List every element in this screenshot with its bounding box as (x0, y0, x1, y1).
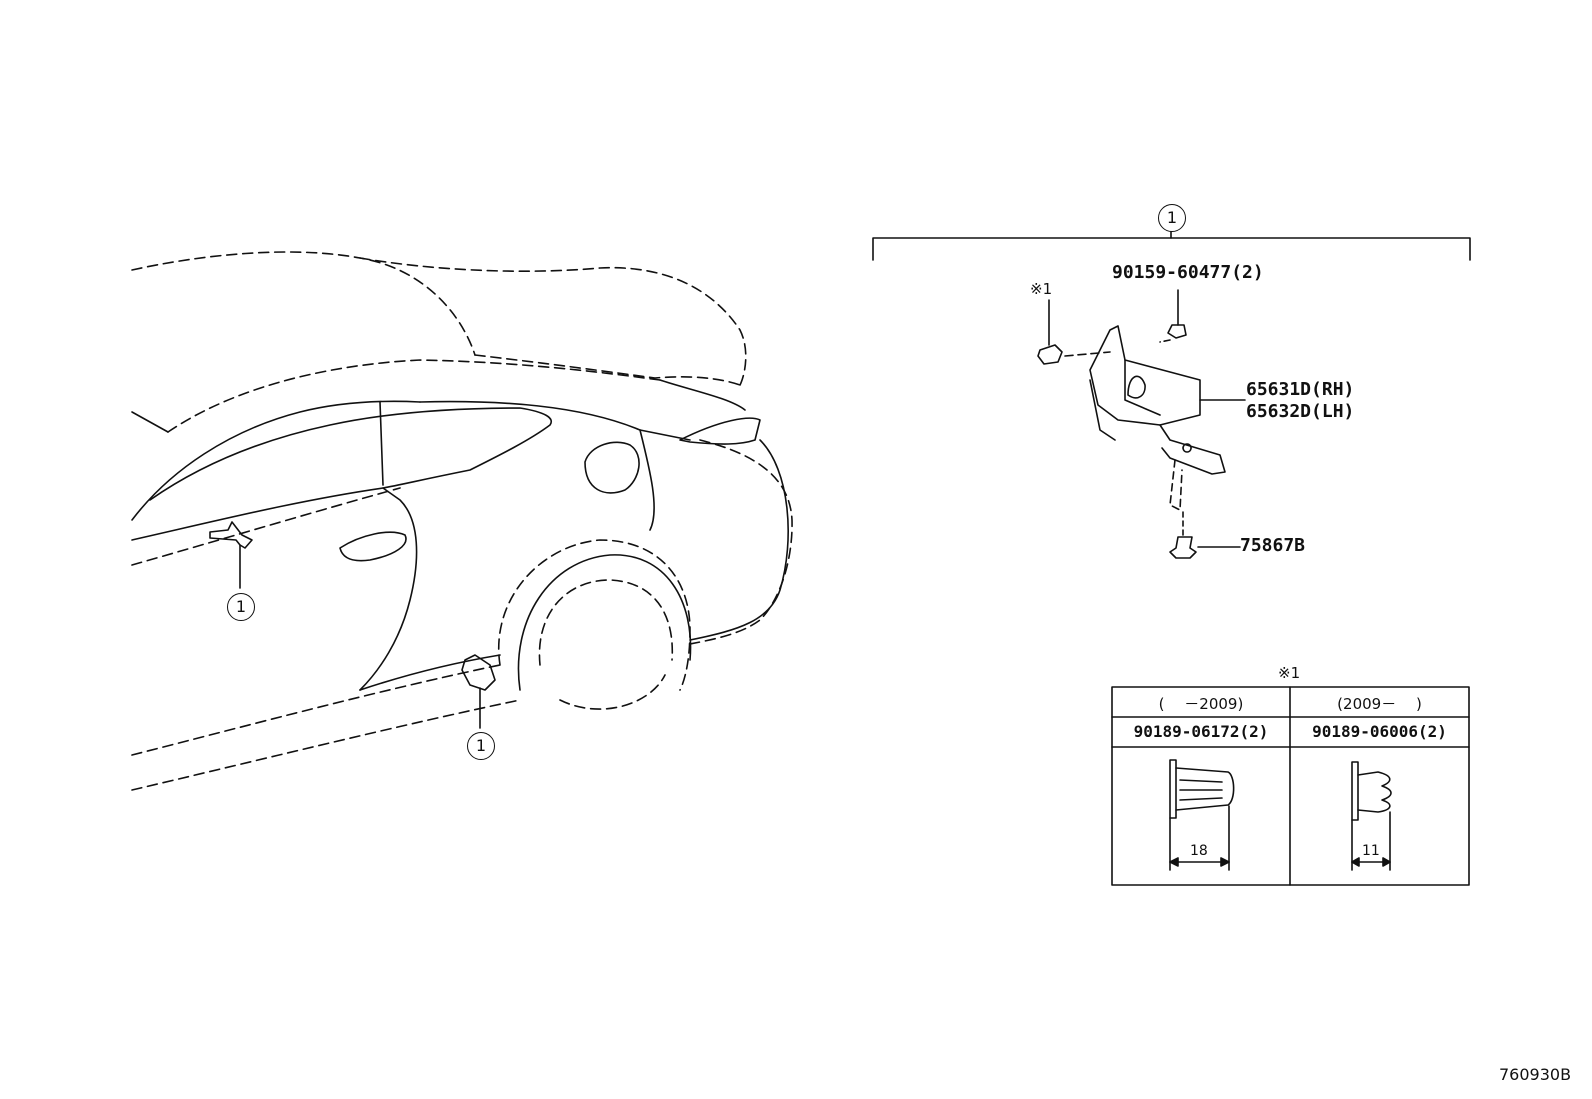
body-part-lower (461, 654, 496, 691)
callout-lower-part: 1 (467, 732, 495, 760)
clip-mark-part (1037, 299, 1111, 365)
group-bracket (872, 231, 1471, 261)
table-col2-part: 90189-06006(2) (1312, 722, 1447, 741)
car-body-outline (131, 251, 793, 791)
callout-group: 1 (1158, 204, 1186, 232)
note-mark-label: ※1 (1030, 280, 1053, 298)
table-col2-header: (2009－ ) (1337, 695, 1422, 713)
clip-part-label: 75867B (1240, 535, 1306, 556)
clip-table (1111, 686, 1470, 886)
body-part-upper (209, 521, 253, 549)
protector-rh-label: 65631D(RH) (1246, 379, 1355, 400)
diagram-code: 760930B (1499, 1065, 1572, 1084)
table-col1-header: ( －2009) (1158, 695, 1244, 713)
table-col2-dimension: 11 (1362, 843, 1380, 859)
table-col1-part: 90189-06172(2) (1133, 722, 1269, 741)
car-body-solid (131, 379, 789, 729)
table-mark-label: ※1 (1278, 664, 1301, 682)
clip-75867b-part (1169, 459, 1241, 559)
bolt-part (1159, 289, 1187, 343)
bolt-part-label: 90159-60477(2) (1112, 262, 1264, 283)
protector-lh-label: 65632D(LH) (1246, 401, 1355, 422)
table-col1-dimension: 18 (1190, 843, 1208, 859)
callout-upper-part: 1 (227, 593, 255, 621)
protector-part (1089, 325, 1246, 475)
